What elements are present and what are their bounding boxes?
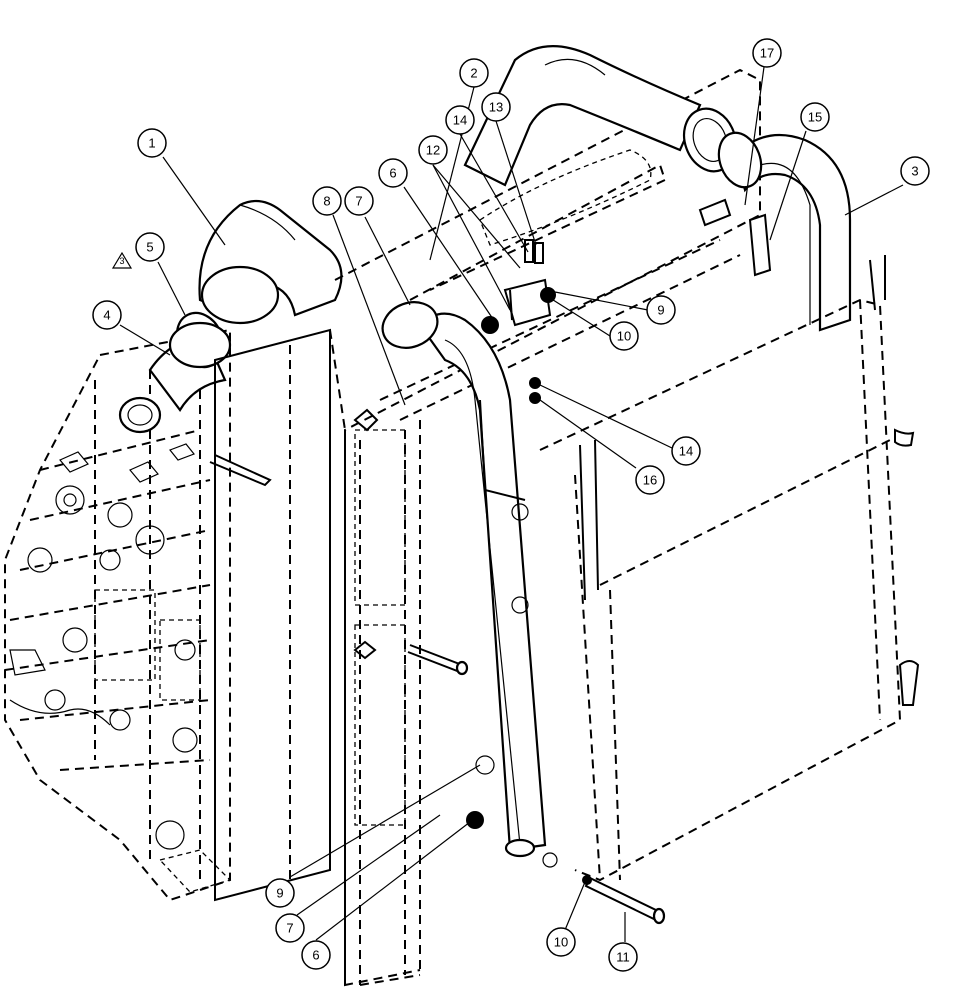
callout-label: 6 [312,948,319,963]
callout-14-right: 14 [671,436,701,466]
callout-label: 10 [617,329,631,344]
callout-6-top: 6 [378,158,408,188]
engine-block [4,328,232,902]
callout-label: 3 [911,164,918,179]
side-bolt [407,644,469,676]
callout-13: 13 [481,92,511,122]
callout-label: 11 [616,950,630,965]
callout-label: 4 [103,308,110,323]
callout-14-top: 14 [445,105,475,135]
callout-5: 5 [135,232,165,262]
callout-label: 9 [276,886,283,901]
callout-11: 11 [608,942,638,972]
revision-note-label: 3 [119,256,124,266]
left-elbow-hose [168,199,343,369]
long-bolt [582,875,666,925]
callout-16: 16 [635,465,665,495]
callout-label: 16 [643,473,657,488]
callout-label: 14 [453,113,467,128]
leader-lines [119,66,904,942]
callout-8: 8 [312,186,342,216]
callout-10-right: 10 [609,321,639,351]
callout-label: 14 [679,444,693,459]
callout-3: 3 [900,156,930,186]
callout-7-bottom: 7 [275,913,305,943]
callout-label: 2 [470,66,477,81]
callout-17: 17 [752,38,782,68]
callout-label: 1 [148,136,155,151]
callout-9-bottom: 9 [265,878,295,908]
callout-label: 6 [389,166,396,181]
callout-label: 7 [355,194,362,209]
callout-12: 12 [418,135,448,165]
callout-6-bottom: 6 [301,940,331,970]
charge-air-cooler-left [209,328,331,902]
callout-label: 10 [554,935,568,950]
callout-2: 2 [459,58,489,88]
callout-label: 13 [489,100,503,115]
callout-label: 9 [657,303,664,318]
right-elbow-hose [717,131,852,332]
callout-label: 15 [808,110,822,125]
callout-4: 4 [92,300,122,330]
callout-10-bottom: 10 [546,927,576,957]
callout-label: 7 [286,921,293,936]
callout-label: 12 [426,143,440,158]
callout-label: 17 [760,46,774,61]
callout-15: 15 [800,102,830,132]
revision-note-triangle: 3 [111,251,133,269]
callout-label: 8 [323,194,330,209]
callout-label: 5 [146,240,153,255]
callout-1: 1 [137,128,167,158]
center-coolant-tube [381,301,547,858]
callout-7-top: 7 [344,186,374,216]
callout-9-right: 9 [646,295,676,325]
radiator-frame [329,68,761,987]
radiator-core-right [539,255,920,882]
